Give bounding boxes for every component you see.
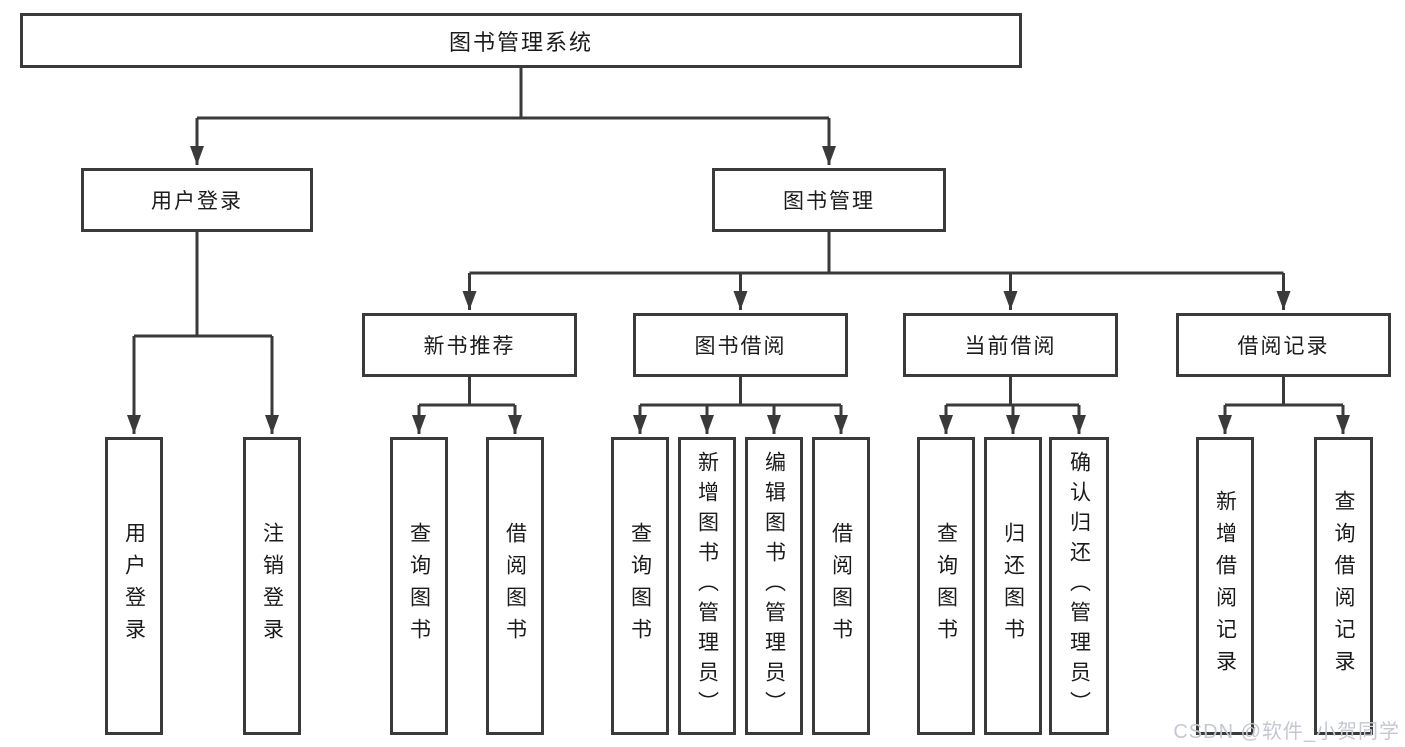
node-book-borrow: 图书借阅: [633, 313, 848, 377]
node-user-login-branch: 用户登录: [81, 168, 313, 232]
leaf-logout: 注销登录: [243, 437, 301, 735]
leaf-current-return: 归还图书: [984, 437, 1042, 735]
leaf-newbooks-borrow: 借阅图书: [486, 437, 544, 735]
node-borrow-records: 借阅记录: [1176, 313, 1391, 377]
node-system-root: 图书管理系统: [20, 13, 1022, 68]
leaf-newbooks-query: 查询图书: [390, 437, 448, 735]
leaf-borrow-add-admin: 新增图书（管理员）: [678, 437, 736, 735]
leaf-records-add: 新增借阅记录: [1196, 437, 1254, 735]
node-current-borrow: 当前借阅: [903, 313, 1118, 377]
leaf-current-query: 查询图书: [917, 437, 975, 735]
csdn-watermark: CSDN @软件_小贺同学: [1173, 721, 1400, 743]
leaf-records-query: 查询借阅记录: [1314, 437, 1373, 735]
leaf-current-confirm-admin: 确认归还（管理员）: [1049, 437, 1109, 735]
node-book-management: 图书管理: [712, 168, 946, 232]
leaf-user-login: 用户登录: [105, 437, 163, 735]
leaf-borrow-query: 查询图书: [611, 437, 669, 735]
leaf-borrow-edit-admin: 编辑图书（管理员）: [745, 437, 803, 735]
leaf-borrow-borrow: 借阅图书: [812, 437, 870, 735]
node-new-book-recommend: 新书推荐: [362, 313, 577, 377]
